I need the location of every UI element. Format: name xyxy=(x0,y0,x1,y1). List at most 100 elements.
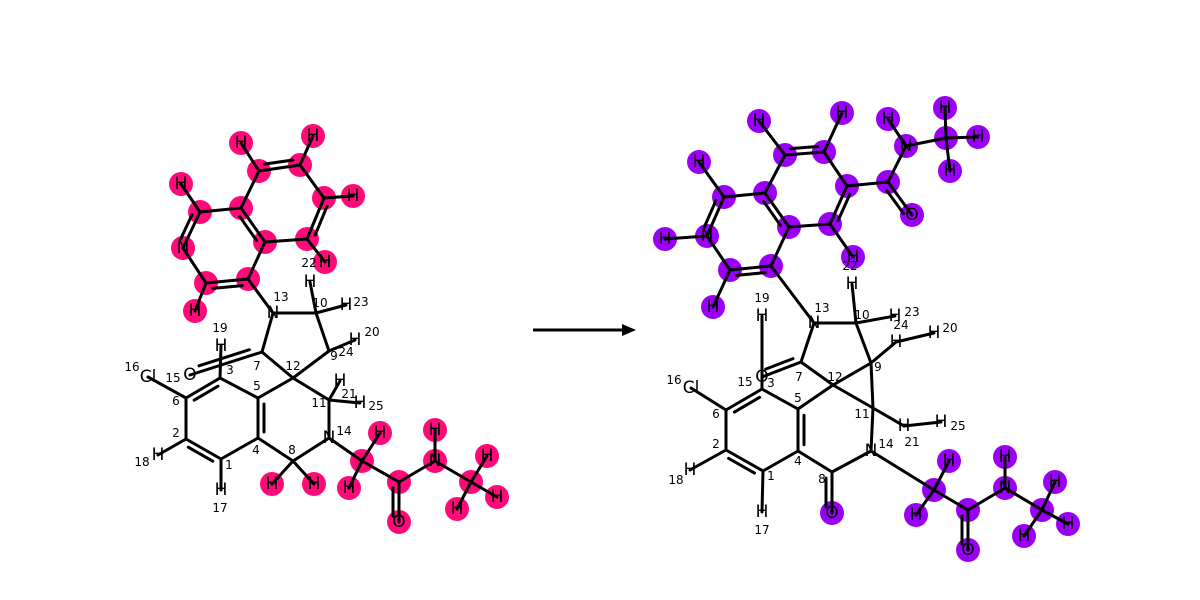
left-bond xyxy=(298,163,326,200)
atom-index: 9 xyxy=(330,349,338,363)
atom-index: 8 xyxy=(818,472,826,486)
atom-index: 18 xyxy=(668,473,683,487)
left-atom-h: H xyxy=(304,272,317,292)
left-atom-h: H xyxy=(354,393,367,413)
atom-index: 6 xyxy=(712,407,720,421)
right-bond xyxy=(850,282,858,325)
right-bond xyxy=(1040,508,1070,526)
right-atom-h: H xyxy=(939,98,952,118)
atom-index: 1 xyxy=(767,469,775,483)
left-bond xyxy=(146,375,188,400)
right-atom-h: H xyxy=(693,152,706,172)
atom-index: 22 xyxy=(301,256,316,270)
left-atom-h: H xyxy=(215,480,228,500)
atom-index: 15 xyxy=(165,371,180,385)
atom-index: 19 xyxy=(754,291,769,305)
atom-index: 13 xyxy=(273,290,288,304)
atom-index: 16 xyxy=(666,373,681,387)
right-bond xyxy=(724,387,764,412)
double-bond-line xyxy=(197,348,251,368)
right-atom-h: H xyxy=(944,161,957,181)
reaction-arrow xyxy=(533,324,636,336)
right-atom-o: O xyxy=(961,540,974,560)
right-bond xyxy=(697,160,726,199)
right-bond xyxy=(688,448,728,472)
right-bond xyxy=(722,191,767,199)
left-atom-cl: Cl xyxy=(140,367,157,387)
left-bond xyxy=(327,338,357,353)
bond-layer xyxy=(146,106,1070,552)
right-atom-h: H xyxy=(756,502,769,522)
left-atom-h: H xyxy=(451,499,464,519)
right-bond xyxy=(871,406,906,428)
atom-index: 10 xyxy=(854,308,869,322)
atom-index: 17 xyxy=(754,523,769,537)
atom-index: 1 xyxy=(225,458,233,472)
right-bond xyxy=(1022,508,1044,538)
left-bond xyxy=(188,350,264,377)
left-atom-h: H xyxy=(374,423,387,443)
left-atom-n: N xyxy=(267,303,280,323)
right-bond xyxy=(854,314,897,325)
double-bond-line xyxy=(262,158,295,166)
atom-index: 23 xyxy=(353,295,368,309)
double-bond-line xyxy=(313,204,329,237)
right-bond xyxy=(894,331,936,344)
left-bond xyxy=(256,436,295,463)
left-bond xyxy=(239,141,261,173)
right-bond xyxy=(831,383,875,410)
left-atom-h: H xyxy=(189,301,202,321)
left-atom-h: H xyxy=(349,330,362,350)
left-bond xyxy=(291,349,331,380)
right-bond xyxy=(799,360,835,387)
atom-index: 14 xyxy=(336,424,351,438)
atom-index: 5 xyxy=(794,391,802,405)
left-bond xyxy=(156,437,188,457)
double-bond-line xyxy=(702,198,718,230)
left-bond xyxy=(455,480,473,511)
atom-index: 25 xyxy=(950,419,965,433)
right-bond xyxy=(966,486,1007,512)
left-bond xyxy=(218,344,223,380)
right-atom-n: N xyxy=(865,441,878,461)
left-bond xyxy=(360,431,382,463)
right-atom-h: H xyxy=(846,274,859,294)
left-bond xyxy=(256,376,295,400)
right-atom-h: H xyxy=(684,460,697,480)
right-bond xyxy=(886,117,908,148)
right-bond xyxy=(769,264,816,325)
atom-index: 12 xyxy=(827,370,842,384)
left-bond xyxy=(291,376,331,402)
right-atom-n: N xyxy=(900,136,913,156)
double-bond-line xyxy=(836,192,852,223)
left-bond xyxy=(198,206,243,214)
atom-index: 25 xyxy=(368,399,383,413)
right-bond xyxy=(869,361,875,410)
left-bond xyxy=(469,480,499,499)
atom-index: 14 xyxy=(878,437,893,451)
right-atom-h: H xyxy=(1018,526,1031,546)
left-bond xyxy=(327,379,342,402)
right-bond xyxy=(799,321,816,364)
right-atom-h: H xyxy=(928,323,941,343)
atom-index: 13 xyxy=(814,301,829,315)
left-bond xyxy=(246,240,267,281)
right-atom-h: H xyxy=(882,109,895,129)
right-atom-h: H xyxy=(972,127,985,147)
right-bond xyxy=(944,136,952,173)
left-atom-o: O xyxy=(392,512,405,532)
left-bond xyxy=(347,459,364,490)
right-bond xyxy=(769,225,791,268)
right-bond xyxy=(886,144,908,184)
left-bond xyxy=(314,311,331,353)
right-atom-o: O xyxy=(755,367,768,387)
left-bond xyxy=(308,280,318,315)
right-atom-o: O xyxy=(825,503,838,523)
left-bond xyxy=(314,303,348,315)
right-bond xyxy=(760,469,765,514)
right-atom-h: H xyxy=(707,297,720,317)
left-atom-h: H xyxy=(319,252,332,272)
right-bond xyxy=(831,361,873,387)
left-atom-h: H xyxy=(235,133,248,153)
